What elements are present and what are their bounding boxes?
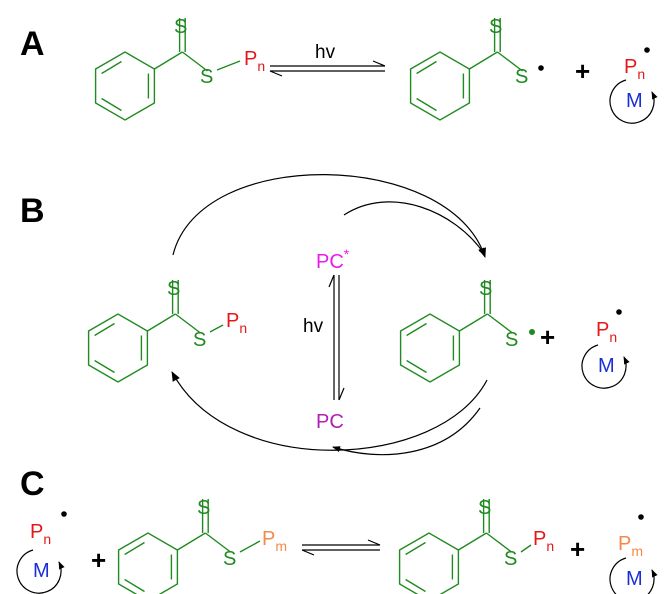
thiocarbonyl-sulfur-b2: S — [479, 278, 492, 300]
polymer-chain-a: Pn — [244, 48, 265, 74]
equilibrium-arrow-a — [269, 60, 386, 77]
hv-label-a: hv — [315, 42, 336, 63]
monomer-c-left: M — [33, 560, 50, 582]
plus-sign-b: + — [540, 322, 555, 352]
radical-dot-b2 — [616, 309, 622, 315]
propagating-radical-b: Pn M — [582, 309, 626, 388]
polymer-chain-b: Pn — [226, 310, 247, 336]
raft-agent-b: S S Pn — [87, 278, 247, 383]
raft-agent-c-left: S S Pm — [117, 497, 287, 594]
monomer-b: M — [598, 355, 615, 377]
thioether-sulfur-c1: S — [223, 548, 236, 570]
thiocarbonyl-sulfur-b: S — [167, 278, 180, 300]
equilibrium-arrow-c — [301, 539, 381, 556]
propagating-radical-a: Pn M — [610, 47, 654, 123]
panel-b-label: B — [20, 192, 45, 230]
propagating-radical-c-left: Pn M — [17, 511, 67, 593]
panel-a-label: A — [20, 25, 45, 63]
thioether-sulfur-c2: S — [504, 548, 517, 570]
radical-dot-b1 — [529, 329, 535, 335]
radical-dot-c2 — [638, 514, 644, 520]
polymer-radical-a: Pn — [624, 56, 645, 82]
thiocarbonyl-sulfur-c1: S — [197, 497, 210, 519]
pc-excited: PC* — [316, 246, 350, 273]
hv-label-b: hv — [303, 316, 324, 337]
polymer-radical-c: Pn — [30, 521, 51, 547]
polymer-radical-c-m: Pm — [618, 533, 643, 559]
raft-agent-c-right: S S Pn — [398, 497, 554, 594]
radical-dot-a1 — [538, 65, 544, 71]
plus-sign-c2: + — [570, 534, 585, 564]
pc-ground: PC — [316, 411, 344, 433]
thioether-sulfur-b: S — [193, 329, 206, 351]
raft-agent-a: S S Pn — [94, 16, 265, 121]
thiyl-sulfur-b: S — [505, 329, 518, 351]
thiyl-sulfur-a: S — [515, 66, 528, 88]
thiocarbonyl-sulfur-a: S — [174, 16, 187, 38]
radical-dot-c1 — [61, 511, 67, 517]
raft-radical-a: S S — [409, 16, 544, 121]
pc-excited-arrow — [343, 201, 486, 256]
thiocarbonyl-sulfur-a2: S — [489, 16, 502, 38]
polymer-chain-c-n: Pn — [533, 528, 554, 554]
plus-sign-c1: + — [91, 545, 106, 575]
pc-equilibrium-arrow — [328, 274, 345, 401]
plus-sign-a: + — [575, 56, 590, 86]
radical-dot-a2 — [644, 47, 650, 53]
raft-radical-b: S S — [399, 278, 535, 383]
thiocarbonyl-sulfur-c2: S — [478, 497, 491, 519]
pc-ground-arrow — [332, 407, 481, 456]
propagating-radical-c-right: Pm M — [610, 514, 654, 594]
monomer-a: M — [626, 90, 643, 112]
polymer-radical-b: Pn — [596, 319, 617, 345]
monomer-c-right: M — [626, 568, 643, 590]
polymer-chain-c-m: Pm — [262, 528, 287, 554]
cycle-arrow-top — [172, 174, 486, 258]
thioether-sulfur-a: S — [200, 66, 213, 88]
panel-c-label: C — [20, 465, 45, 503]
